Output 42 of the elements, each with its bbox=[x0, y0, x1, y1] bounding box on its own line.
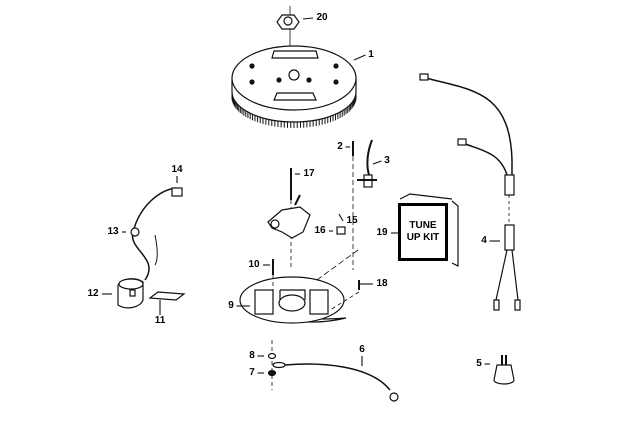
callout-number: 12 bbox=[87, 288, 99, 300]
leader-line bbox=[122, 231, 126, 233]
callout-number: 6 bbox=[359, 344, 365, 356]
tune-up-kit-box bbox=[398, 203, 448, 261]
leader-line bbox=[359, 283, 373, 285]
leader-line bbox=[372, 160, 382, 165]
callout-number: 20 bbox=[316, 12, 328, 24]
leader-line bbox=[258, 372, 264, 374]
leader-line bbox=[354, 54, 366, 60]
callout-number: 9 bbox=[228, 300, 234, 312]
leader-line bbox=[102, 293, 112, 295]
leader-line bbox=[346, 146, 350, 148]
callout-number: 19 bbox=[376, 227, 388, 239]
leader-line bbox=[159, 300, 161, 315]
callout-number: 5 bbox=[476, 358, 482, 370]
leader-line bbox=[258, 355, 264, 357]
callout-number: 14 bbox=[171, 164, 183, 176]
callout-number: 7 bbox=[249, 367, 255, 379]
callout-number: 15 bbox=[346, 215, 358, 227]
leader-line bbox=[263, 264, 270, 266]
leader-line bbox=[295, 173, 300, 175]
leader-line bbox=[329, 230, 333, 232]
callout-number: 3 bbox=[384, 155, 390, 167]
leader-line bbox=[484, 363, 490, 365]
leader-line bbox=[391, 232, 398, 234]
leader-line bbox=[361, 356, 363, 366]
callout-number: 17 bbox=[303, 168, 315, 180]
leader-line bbox=[490, 240, 500, 242]
callout-number: 8 bbox=[249, 350, 255, 362]
callout-number: 1 bbox=[368, 49, 374, 61]
callout-number: 4 bbox=[481, 235, 487, 247]
leader-line bbox=[302, 17, 314, 20]
leader-line bbox=[176, 176, 178, 183]
callout-number: 13 bbox=[107, 226, 119, 238]
leader-line bbox=[338, 214, 344, 222]
callout-number: 18 bbox=[376, 278, 388, 290]
callout-number: 11 bbox=[154, 315, 166, 327]
callout-number: 16 bbox=[314, 225, 326, 237]
callout-number: 2 bbox=[337, 141, 343, 153]
callout-number: 10 bbox=[248, 259, 260, 271]
kit-label: TUNE UP KIT bbox=[406, 220, 440, 244]
leader-line bbox=[236, 305, 250, 307]
